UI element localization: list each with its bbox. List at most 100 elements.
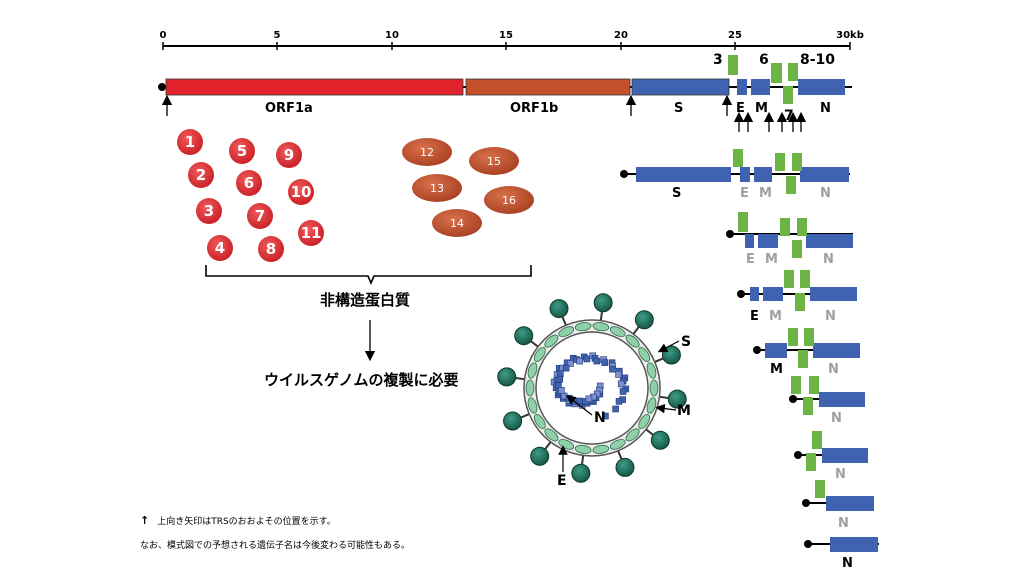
sg-n-label: N [825, 309, 836, 324]
nsp-ellipse [412, 174, 462, 202]
m-protein [649, 379, 659, 397]
m-protein [527, 362, 538, 379]
scale-tick-label: 0 [160, 30, 167, 41]
nsp-circle [247, 203, 273, 229]
m-gene-block [751, 79, 770, 95]
nsp-number: 8 [266, 240, 276, 258]
m-label: M [755, 101, 768, 116]
nsp-circle [276, 142, 302, 168]
nsp-brace [205, 265, 532, 286]
sg-m-label: M [759, 186, 772, 201]
nsp-number: 13 [430, 182, 444, 195]
spike-protein [497, 367, 517, 387]
spike-protein [549, 299, 569, 319]
m-protein [609, 326, 626, 337]
note-text-1: 上向き矢印はTRSのおおよその位置を示す。 [157, 517, 336, 527]
sg-n-label: N [820, 186, 831, 201]
n-protein [612, 405, 619, 413]
orf1b-block [465, 78, 631, 96]
n-protein [609, 365, 616, 373]
orf7-label: 7 [784, 108, 794, 124]
m-protein [625, 334, 640, 348]
e-gene-block [737, 79, 747, 95]
m-protein [574, 444, 592, 454]
nsp-number: 16 [502, 194, 516, 207]
nsp-circle [229, 138, 255, 164]
spike-protein [503, 411, 523, 431]
m-protein [533, 347, 546, 362]
m-protein [638, 414, 651, 429]
e-label: E [736, 101, 745, 116]
sg-e-label: E [746, 252, 755, 267]
nsp-circle [177, 129, 203, 155]
scale-tick-label: 5 [274, 30, 281, 41]
orf1a-block [165, 78, 464, 96]
virion-s-label: S [681, 334, 691, 350]
n-protein [602, 412, 609, 420]
scale-tick-label: 10 [385, 30, 399, 41]
s-label: S [674, 101, 683, 116]
scale-tick-label: 20 [614, 30, 628, 41]
n-gene-block [798, 79, 845, 95]
orf3-block [728, 55, 738, 75]
nsp-circle [258, 236, 284, 262]
s-gene-block [631, 78, 730, 96]
orf8-block [788, 63, 798, 81]
nsp-number: 15 [487, 155, 501, 168]
nsp-ellipse [402, 138, 452, 166]
spike-protein [514, 326, 534, 346]
scale-tick-label: 30kb [836, 30, 864, 41]
note-line-1: ↑ 上向き矢印はTRSのおおよその位置を示す。 [140, 514, 336, 527]
sg-n-label: N [831, 411, 842, 426]
spike-protein [571, 463, 591, 483]
orf8-10-label: 8-10 [800, 52, 835, 68]
sgmrna-7: N [794, 431, 868, 482]
virion-e-label: E [557, 473, 567, 489]
nsp-circle [288, 179, 314, 205]
spike-protein [650, 430, 670, 450]
spike-protein [634, 310, 654, 330]
sg-n-label: N [842, 556, 853, 571]
m-protein [646, 362, 657, 379]
nsp-number: 6 [244, 174, 254, 192]
genome-map: ORF1a ORF1b S E M N 3 6 7 8-10 [158, 52, 852, 132]
sgmrna-e: E M N [737, 270, 857, 324]
m-protein [544, 334, 559, 348]
sgmrna-3: E M N [726, 212, 853, 267]
note-text-2: なお、模式図での予想される遺伝子名は今後変わる可能性もある。 [140, 541, 411, 551]
nsp-number: 5 [237, 142, 247, 160]
nsp-circle [196, 198, 222, 224]
nsp-number: 12 [420, 146, 434, 159]
orf1a-label: ORF1a [265, 101, 313, 116]
nsp-number: 7 [255, 207, 265, 225]
orf3-label: 3 [713, 52, 723, 68]
spike-protein [667, 389, 687, 409]
sg-e-label: E [750, 309, 759, 324]
genome-5prime-cap [158, 83, 166, 91]
up-arrow-icon: ↑ [140, 514, 150, 527]
nonstructural-label: 非構造蛋白質 [320, 291, 410, 309]
n-protein [576, 357, 583, 365]
n-protein [583, 355, 591, 363]
sg-m-label: M [769, 309, 782, 324]
m-protein [544, 428, 559, 442]
orf1b-label: ORF1b [510, 101, 558, 116]
nsp-number: 10 [291, 183, 312, 201]
nsp-circle [236, 170, 262, 196]
spike-protein [615, 457, 635, 477]
n-protein [593, 357, 601, 365]
replication-label: ウイルスゲノムの複製に必要 [264, 371, 459, 389]
sg-n-label: N [835, 467, 846, 482]
m-protein [638, 347, 651, 362]
scale-tick-label: 15 [499, 30, 513, 41]
sgmrna-s: S E M N [620, 149, 850, 201]
sg-n-label: N [838, 516, 849, 531]
nsp-ellipse [469, 147, 519, 175]
subgenomic-mrnas: S E M N E M N [620, 149, 879, 571]
m-protein [592, 322, 610, 332]
nsp-number: 11 [301, 224, 322, 242]
nsp-circle [207, 235, 233, 261]
m-protein [558, 326, 575, 337]
n-protein [556, 375, 564, 383]
